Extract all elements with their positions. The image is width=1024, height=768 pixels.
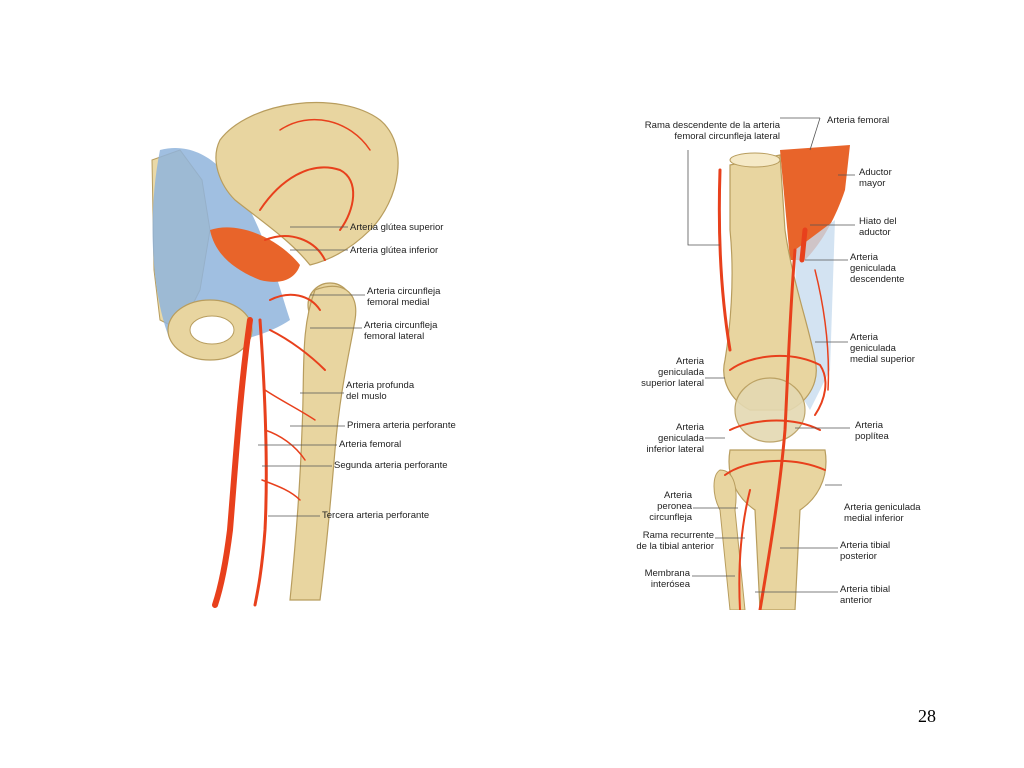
gluteal-muscle: [210, 227, 300, 282]
label-geniculada-medial-superior: Arteria geniculada medial superior: [850, 332, 915, 365]
knee-leader-lines: [687, 117, 855, 593]
label-geniculada-inferior-lateral: Arteria geniculada inferior lateral: [646, 422, 704, 455]
label-tibial-anterior: Arteria tibial anterior: [840, 584, 891, 606]
knee-arteries: [717, 168, 830, 610]
label-rama-recurrente: Rama recurrente de la tibial anterior: [636, 530, 714, 552]
label-segunda-perforante: Segunda arteria perforante: [334, 460, 448, 471]
label-peronea-circunfleja: Arteria peronea circunfleja: [649, 490, 692, 523]
iliac-bone: [215, 102, 399, 266]
label-poplitea: Arteria poplítea: [855, 420, 889, 442]
label-circunfleja-lateral: Arteria circunfleja femoral lateral: [364, 320, 438, 342]
hip-leader-lines: [258, 226, 365, 517]
label-circunfleja-medial: Arteria circunfleja femoral medial: [367, 286, 441, 308]
hip-arteries: [212, 118, 371, 608]
hip-label: Arteria glútea inferior: [350, 245, 438, 256]
label-primera-perforante: Primera arteria perforante: [347, 420, 456, 431]
hip-label: Arteria glútea superior: [350, 222, 443, 233]
label-geniculada-medial-inferior: Arteria geniculada medial inferior: [844, 502, 921, 524]
label-rama-descendente: Rama descendente de la arteria femoral c…: [644, 120, 780, 142]
knee-drawing: [687, 117, 855, 610]
patella: [734, 377, 806, 443]
label-tibial-posterior: Arteria tibial posterior: [840, 540, 891, 562]
label-knee-arteria-femoral: Arteria femoral: [827, 115, 890, 126]
hip-artery-illustration: Arteria glútea superior Arteria glútea i…: [140, 90, 490, 610]
hip-drawing: Arteria glútea superior Arteria glútea i…: [151, 102, 443, 608]
label-membrana-interosea: Membrana interósea: [644, 568, 690, 590]
page-number: 28: [918, 706, 936, 726]
knee-artery-illustration: Rama descendente de la arteria femoral c…: [620, 110, 950, 610]
label-arteria-femoral: Arteria femoral: [339, 439, 402, 450]
label-aductor-mayor: Aductor mayor: [859, 167, 892, 189]
fibula: [713, 469, 746, 610]
label-tercera-perforante: Tercera arteria perforante: [322, 510, 430, 521]
adductor-muscle: [780, 145, 850, 260]
label-hiato-aductor: Hiato del aductor: [859, 216, 897, 238]
label-geniculada-descendente: Arteria geniculada descendente: [850, 252, 905, 285]
label-profunda-muslo: Arteria profunda del muslo: [346, 380, 415, 402]
label-geniculada-superior-lateral: Arteria geniculada superior lateral: [641, 356, 704, 389]
